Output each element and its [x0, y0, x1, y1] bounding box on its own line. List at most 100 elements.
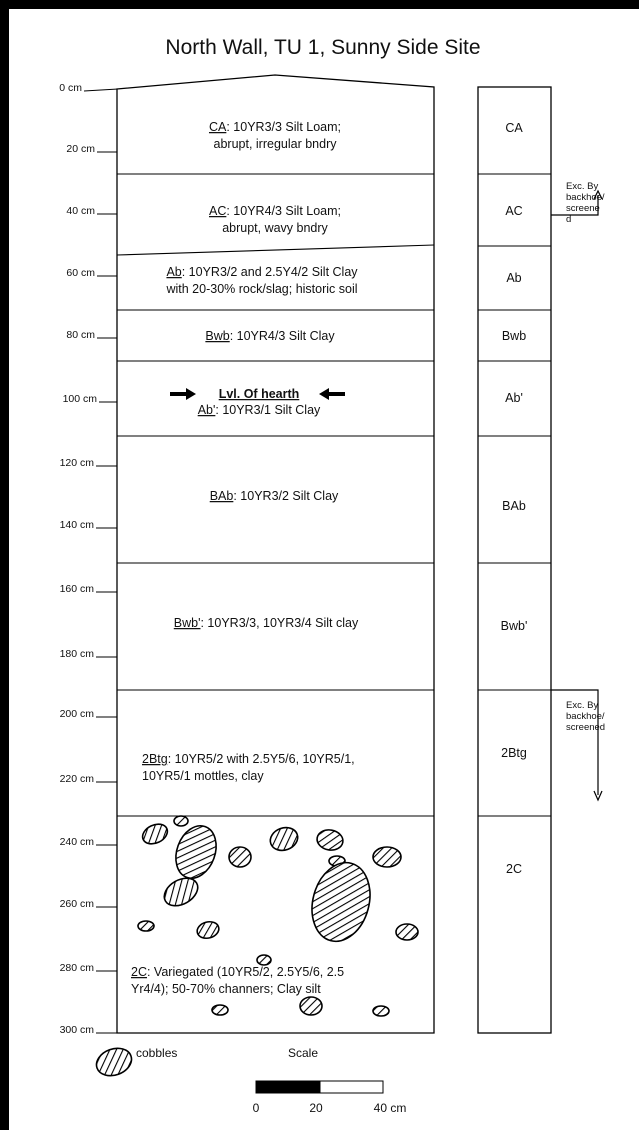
- depth-label: 180 cm: [60, 648, 95, 660]
- note-line: Exc. By: [566, 181, 598, 192]
- up-arrow-icon: [593, 189, 603, 200]
- note-line: screened: [566, 722, 605, 733]
- depth-label: 160 cm: [60, 583, 95, 595]
- scale-tick: 40 cm: [374, 1101, 407, 1115]
- cobble: [256, 954, 272, 966]
- layer-text: : 10YR3/1 Silt Clay: [215, 403, 321, 417]
- layer-desc-ab-prime: Ab': 10YR3/1 Silt Clay: [198, 403, 321, 417]
- layer-code: Ab: [166, 265, 181, 279]
- cobble: [269, 826, 299, 852]
- depth-label: 300 cm: [60, 1024, 95, 1036]
- hearth-label: Lvl. Of hearth: [219, 387, 300, 401]
- note-line: screene: [566, 203, 600, 214]
- layer-desc-bwb: Bwb: 10YR4/3 Silt Clay: [205, 329, 335, 343]
- layer-text: : 10YR4/3 Silt Clay: [230, 329, 336, 343]
- cobble: [173, 815, 189, 827]
- cobble: [311, 861, 371, 943]
- profile-column: [116, 74, 435, 1034]
- depth-axis: 0 cm 20 cm 40 cm 60 cm 80 cm 100 cm 120 …: [59, 82, 119, 1036]
- down-arrow-icon: [593, 790, 603, 802]
- scale-tick: 20: [309, 1101, 323, 1115]
- layer-desc-2btg: 2Btg: 10YR5/2 with 2.5Y5/6, 10YR5/1,: [142, 752, 355, 766]
- right-arrow-icon: [170, 388, 196, 400]
- horizon-code-column: CA AC Ab Bwb Ab' BAb Bwb' 2Btg 2C: [477, 86, 552, 1034]
- scale-tick: 0: [253, 1101, 260, 1115]
- cobbles: [137, 815, 419, 1017]
- cobble: [175, 825, 217, 879]
- note-line: backhoe/: [566, 711, 605, 722]
- depth-label: 280 cm: [60, 962, 95, 974]
- note-line: backhoe/: [566, 192, 605, 203]
- layer-code: CA: [209, 120, 227, 134]
- layer-text: : Variegated (10YR5/2, 2.5Y5/6, 2.5: [147, 965, 344, 979]
- layer-desc-bab: BAb: 10YR3/2 Silt Clay: [210, 489, 339, 503]
- horizon-code: 2Btg: [501, 746, 527, 760]
- excavation-note-upper: Exc. By backhoe/ screene d: [551, 181, 605, 225]
- note-line: Exc. By: [566, 700, 598, 711]
- layer-text: : 10YR4/3 Silt Loam;: [226, 204, 341, 218]
- depth-label: 260 cm: [60, 898, 95, 910]
- cobble: [372, 1005, 390, 1017]
- layer-code: Bwb: [205, 329, 229, 343]
- cobble: [395, 923, 419, 941]
- scale-bar-white: [319, 1080, 384, 1094]
- depth-label: 140 cm: [60, 519, 95, 531]
- depth-label: 240 cm: [60, 836, 95, 848]
- layer-desc-ca-line2: abrupt, irregular bndry: [214, 137, 338, 151]
- legend: cobbles Scale 0 20 40 cm: [95, 1046, 407, 1115]
- depth-label: 100 cm: [63, 393, 98, 405]
- horizon-code: AC: [505, 204, 522, 218]
- layer-desc-ac: AC: 10YR4/3 Silt Loam;: [209, 204, 341, 218]
- note-line: d: [566, 214, 571, 225]
- cobble: [299, 996, 323, 1016]
- layer-desc-ac-line2: abrupt, wavy bndry: [222, 221, 328, 235]
- horizon-code: CA: [505, 121, 523, 135]
- cobble: [228, 846, 252, 868]
- excavation-note-lower: Exc. By backhoe/ screened: [551, 689, 605, 802]
- depth-label: 80 cm: [66, 329, 95, 341]
- layer-text: : 10YR3/2 and 2.5Y4/2 Silt Clay: [182, 265, 359, 279]
- cobble: [141, 823, 169, 845]
- layer-code: Bwb': [174, 616, 201, 630]
- layer-desc-ca: CA: 10YR3/3 Silt Loam;: [209, 120, 341, 134]
- layer-desc-2c: 2C: Variegated (10YR5/2, 2.5Y5/6, 2.5: [131, 965, 344, 979]
- cobbles-label: cobbles: [136, 1046, 177, 1060]
- layer-text: : 10YR3/3, 10YR3/4 Silt clay: [200, 616, 358, 630]
- left-arrow-icon: [319, 388, 345, 400]
- layer-code: AC: [209, 204, 226, 218]
- layer-text: : 10YR3/3 Silt Loam;: [226, 120, 341, 134]
- figure-title: North Wall, TU 1, Sunny Side Site: [165, 36, 480, 59]
- layer-descriptions: CA: 10YR3/3 Silt Loam; abrupt, irregular…: [142, 120, 359, 783]
- cobble: [137, 920, 155, 932]
- depth-label: 220 cm: [60, 773, 95, 785]
- layer-desc-2c-line2: Yr4/4); 50-70% channers; Clay silt: [131, 982, 321, 996]
- layer-code: BAb: [210, 489, 234, 503]
- hearth-level-marker: Lvl. Of hearth: [170, 387, 345, 401]
- cobble: [316, 829, 344, 851]
- horizon-code: Ab': [505, 391, 523, 405]
- depth-label: 60 cm: [66, 267, 95, 279]
- cobble-legend-icon: [95, 1047, 133, 1077]
- layer-text: : 10YR5/2 with 2.5Y5/6, 10YR5/1,: [168, 752, 355, 766]
- horizon-code: Bwb': [501, 619, 528, 633]
- scale-bar-black: [255, 1080, 321, 1094]
- horizon-code: 2C: [506, 862, 522, 876]
- cobble: [372, 846, 402, 868]
- depth-label: 0 cm: [59, 82, 82, 94]
- layer-desc-2btg-line2: 10YR5/1 mottles, clay: [142, 769, 264, 783]
- soil-profile-diagram: North Wall, TU 1, Sunny Side Site 0 cm 2…: [59, 36, 605, 1115]
- layer-code: 2Btg: [142, 752, 168, 766]
- layer-code: Ab': [198, 403, 216, 417]
- cobble: [196, 920, 220, 940]
- layer-text: : 10YR3/2 Silt Clay: [233, 489, 339, 503]
- layer-code: 2C: [131, 965, 147, 979]
- horizon-code: Bwb: [502, 329, 526, 343]
- scale-title: Scale: [288, 1046, 318, 1060]
- cobble: [211, 1004, 229, 1016]
- depth-label: 20 cm: [66, 143, 95, 155]
- depth-label: 200 cm: [60, 708, 95, 720]
- cobble: [163, 877, 199, 907]
- horizon-code: Ab: [506, 271, 521, 285]
- layer-desc-ab-line2: with 20-30% rock/slag; historic soil: [165, 282, 357, 296]
